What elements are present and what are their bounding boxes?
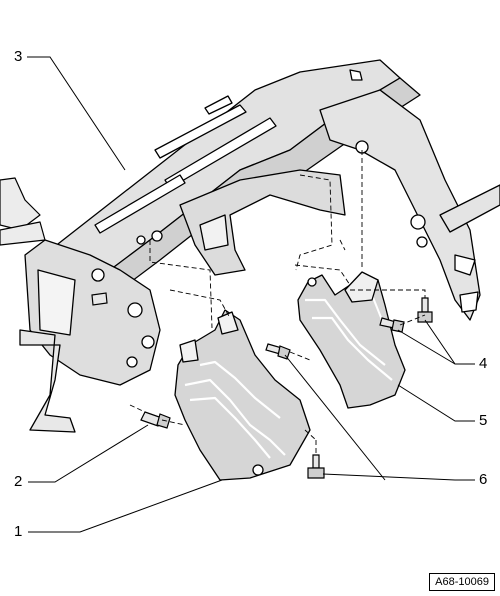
callout-label-3: 3	[14, 48, 23, 65]
bolt-item-4-upper	[417, 297, 433, 323]
bolt-item-2	[140, 411, 171, 429]
center-support-bracket	[136, 169, 346, 276]
bolt-left-bracket	[91, 292, 108, 306]
bolt-item-4-lower	[379, 317, 405, 333]
callout-label-2: 2	[14, 473, 23, 490]
left-end-bracket	[19, 239, 161, 433]
right-mounting-bracket	[319, 69, 500, 321]
left-reinforcement-panel	[174, 309, 311, 481]
bolt-item-6-lower	[307, 454, 325, 479]
reference-code: A68-10069	[429, 573, 495, 591]
callout-label-1: 1	[14, 523, 23, 540]
leader-lines	[27, 56, 475, 533]
callout-label-4: 4	[479, 355, 488, 372]
callout-label-6: 6	[479, 471, 488, 488]
alignment-lines	[129, 150, 426, 455]
right-reinforcement-panel	[297, 271, 406, 409]
bolt-item-6-upper	[265, 343, 291, 360]
left-frame-rail	[0, 177, 46, 246]
callout-label-5: 5	[479, 412, 488, 429]
